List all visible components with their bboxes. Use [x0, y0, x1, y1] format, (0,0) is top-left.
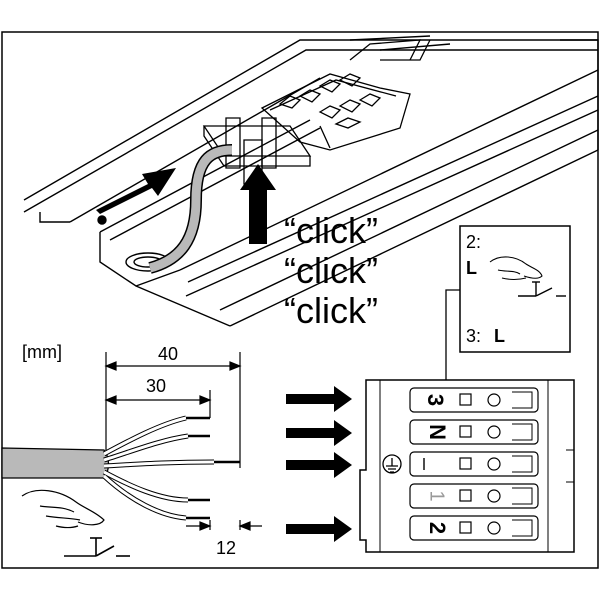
arrow-to-3: [286, 386, 352, 412]
panel-leader-line: [445, 289, 460, 380]
wire-insert-arrows: [286, 386, 352, 542]
click-text-3: “click”: [284, 290, 378, 331]
terminal-label-3: 3: [423, 394, 448, 406]
switch-row2-label: 2:: [466, 232, 481, 252]
arrow-to-2: [286, 516, 352, 542]
dim-40: 40: [158, 344, 178, 364]
terminal-block: 3 N 1: [359, 379, 575, 553]
arrow-insert-left: [96, 168, 176, 214]
switch-symbol-icon-bottom: [64, 537, 130, 557]
switch-row2-letter: L: [466, 258, 477, 278]
arrow-to-N: [286, 420, 352, 446]
terminal-row-1: 1: [409, 483, 539, 509]
dim-30: 30: [146, 376, 166, 396]
click-text-2: “click”: [284, 250, 378, 291]
arrow-to-ground: [286, 452, 352, 478]
cable: [148, 144, 233, 274]
mounting-rail: [23, 35, 599, 327]
stripped-cable: [1, 415, 240, 521]
terminal-label-2: 2: [425, 522, 450, 534]
arrow-insert-up: [240, 164, 276, 244]
cable-sheath: [1, 447, 110, 479]
switch-symbol-icon: [518, 281, 566, 297]
diagram-frame: [1, 31, 599, 569]
terminal-row-ground: [382, 451, 539, 477]
dim-12: 12: [216, 538, 236, 558]
terminal-label-1: 1: [426, 490, 448, 501]
switch-panel: 2: L 3: L: [445, 225, 571, 380]
unit-label: [mm]: [22, 342, 62, 362]
terminal-label-N: N: [425, 424, 450, 440]
hand-press-icon: [489, 256, 543, 281]
insert-arrows: [96, 164, 276, 244]
click-labels: “click” “click” “click”: [284, 210, 378, 331]
rail-connector-block: [260, 39, 431, 151]
click-text-1: “click”: [284, 210, 378, 251]
ground-icon: [382, 454, 402, 474]
dimension-lines: [104, 352, 262, 531]
terminal-row-N: N: [409, 419, 539, 445]
switch-row3-label: 3:: [466, 326, 481, 346]
terminal-row-3: 3: [409, 387, 539, 413]
terminal-row-2: 2: [409, 515, 539, 541]
switch-row3-letter: L: [494, 326, 505, 346]
hand-press-icon-bottom: [21, 489, 105, 529]
